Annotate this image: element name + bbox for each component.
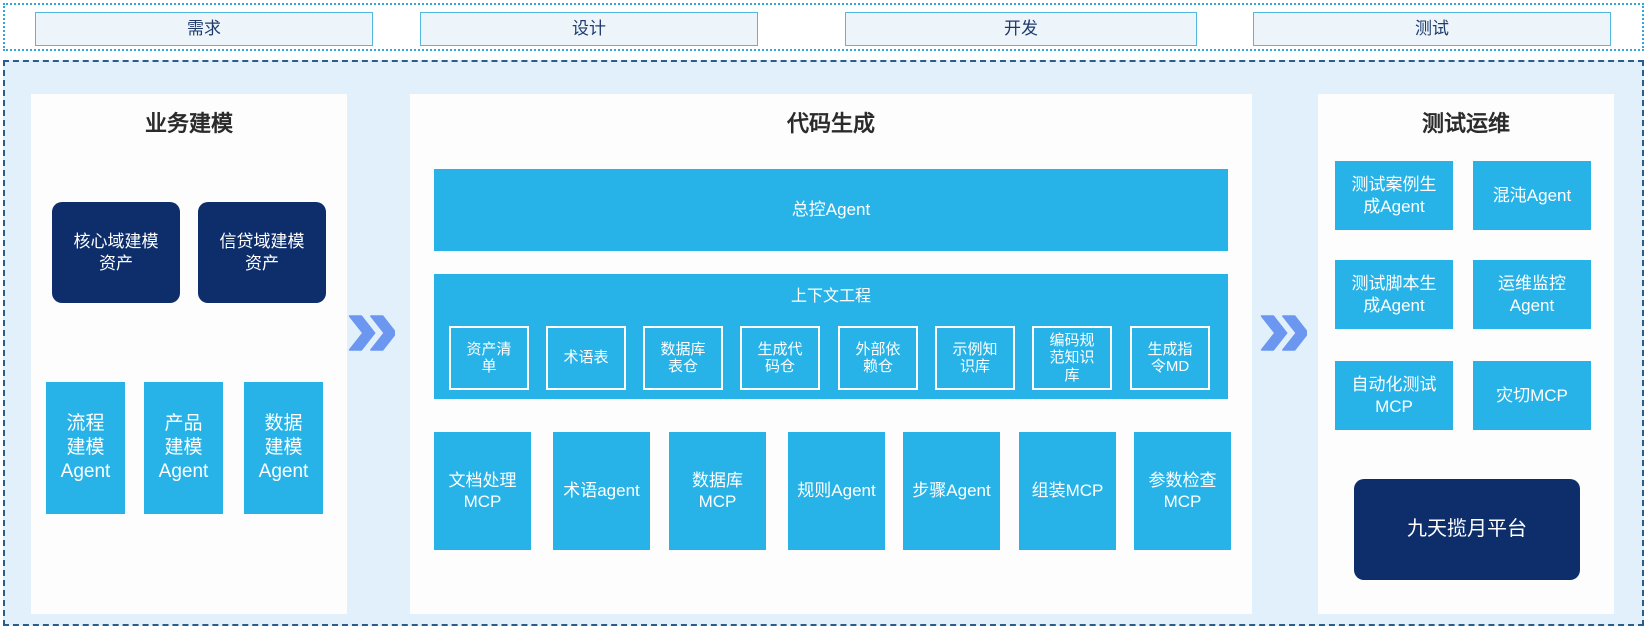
stage-band: 需求 设计 开发 测试 bbox=[3, 3, 1644, 51]
stage-label: 开发 bbox=[1004, 19, 1038, 39]
doc-processing-mcp-box: 文档处理 MCP bbox=[434, 432, 531, 550]
master-control-agent-bar: 总控Agent bbox=[434, 169, 1228, 251]
main-container: 业务建模 核心域建模 资产 信贷域建模 资产 流程 建模 Agent 产品 建模… bbox=[3, 60, 1644, 626]
auto-test-mcp-box: 自动化测试 MCP bbox=[1335, 361, 1453, 430]
box-label: 生成代 码仓 bbox=[757, 340, 803, 375]
box-label: 数据 建模 Agent bbox=[258, 413, 309, 482]
ops-monitor-agent-box: 运维监控 Agent bbox=[1473, 260, 1591, 329]
step-agent-box: 步骤Agent bbox=[903, 432, 1000, 550]
box-label: 规则Agent bbox=[797, 481, 876, 501]
glossary-agent-box: 术语agent bbox=[553, 432, 650, 550]
example-knowledge-base-box: 示例知 识库 bbox=[935, 326, 1015, 390]
asset-list-box: 资产清 单 bbox=[449, 326, 529, 390]
box-label: 核心域建模 资产 bbox=[73, 232, 159, 273]
box-label: 测试案例生 成Agent bbox=[1351, 175, 1437, 216]
box-label: 测试脚本生 成Agent bbox=[1351, 274, 1437, 315]
generated-code-repo-box: 生成代 码仓 bbox=[740, 326, 820, 390]
business-modeling-panel: 业务建模 核心域建模 资产 信贷域建模 资产 流程 建模 Agent 产品 建模… bbox=[31, 94, 347, 614]
test-ops-panel: 测试运维 测试案例生 成Agent 混沌Agent 测试脚本生 成Agent 运… bbox=[1318, 94, 1614, 614]
glossary-box: 术语表 bbox=[546, 326, 626, 390]
stage-label: 设计 bbox=[572, 19, 606, 39]
db-table-repo-box: 数据库 表仓 bbox=[643, 326, 723, 390]
stage-label: 测试 bbox=[1415, 19, 1449, 39]
box-label: 自动化测试 MCP bbox=[1351, 375, 1437, 416]
gen-instruction-md-box: 生成指 令MD bbox=[1130, 326, 1210, 390]
coding-standards-kb-box: 编码规 范知识 库 bbox=[1032, 326, 1112, 390]
code-generation-panel: 代码生成 总控Agent 上下文工程 资产清 单 术语表 数据库 表仓 生成代 … bbox=[410, 94, 1252, 614]
test-ops-title: 测试运维 bbox=[1421, 111, 1510, 136]
test-script-gen-agent-box: 测试脚本生 成Agent bbox=[1335, 260, 1453, 329]
box-label: 文档处理 MCP bbox=[448, 470, 517, 511]
context-engineering-group: 上下文工程 资产清 单 术语表 数据库 表仓 生成代 码仓 外部依 赖仓 示例知… bbox=[434, 274, 1228, 399]
stage-box-testing: 测试 bbox=[1253, 12, 1611, 46]
box-label: 总控Agent bbox=[791, 200, 871, 220]
rule-agent-box: 规则Agent bbox=[788, 432, 885, 550]
jiutian-lanyue-platform-box: 九天揽月平台 bbox=[1354, 479, 1580, 580]
box-label: 外部依 赖仓 bbox=[855, 340, 901, 375]
stage-box-design: 设计 bbox=[420, 12, 758, 46]
credit-domain-modeling-assets-box: 信贷域建模 资产 bbox=[198, 202, 326, 303]
process-modeling-agent-box: 流程 建模 Agent bbox=[46, 382, 125, 514]
stage-box-development: 开发 bbox=[845, 12, 1197, 46]
stage-label: 需求 bbox=[187, 19, 221, 39]
core-domain-modeling-assets-box: 核心域建模 资产 bbox=[52, 202, 180, 303]
box-label: 参数检查 MCP bbox=[1148, 470, 1217, 511]
box-label: 生成指 令MD bbox=[1147, 340, 1193, 375]
box-label: 编码规 范知识 库 bbox=[1049, 332, 1095, 384]
param-check-mcp-box: 参数检查 MCP bbox=[1134, 432, 1231, 550]
box-label: 组装MCP bbox=[1031, 481, 1104, 501]
test-case-gen-agent-box: 测试案例生 成Agent bbox=[1335, 161, 1453, 230]
stage-box-requirements: 需求 bbox=[35, 12, 373, 46]
box-label: 数据库 表仓 bbox=[660, 340, 706, 375]
disaster-switch-mcp-box: 灾切MCP bbox=[1473, 361, 1591, 430]
code-generation-title: 代码生成 bbox=[786, 111, 875, 136]
business-modeling-title: 业务建模 bbox=[144, 111, 233, 136]
box-label: 信贷域建模 资产 bbox=[219, 232, 305, 273]
data-modeling-agent-box: 数据 建模 Agent bbox=[244, 382, 323, 514]
box-label: 数据库 MCP bbox=[692, 470, 743, 511]
box-label: 步骤Agent bbox=[912, 481, 991, 501]
flow-arrow-icon bbox=[1259, 314, 1309, 352]
box-label: 术语表 bbox=[563, 349, 609, 367]
box-label: 资产清 单 bbox=[466, 340, 512, 375]
database-mcp-box: 数据库 MCP bbox=[669, 432, 766, 550]
box-label: 流程 建模 Agent bbox=[60, 413, 111, 482]
box-label: 九天揽月平台 bbox=[1407, 518, 1527, 540]
box-label: 产品 建模 Agent bbox=[158, 413, 209, 482]
assembly-mcp-box: 组装MCP bbox=[1019, 432, 1116, 550]
box-label: 术语agent bbox=[563, 481, 640, 501]
external-deps-repo-box: 外部依 赖仓 bbox=[838, 326, 918, 390]
box-label: 运维监控 Agent bbox=[1498, 274, 1566, 315]
box-label: 混沌Agent bbox=[1492, 185, 1572, 205]
product-modeling-agent-box: 产品 建模 Agent bbox=[144, 382, 223, 514]
chaos-agent-box: 混沌Agent bbox=[1473, 161, 1591, 230]
box-label: 灾切MCP bbox=[1496, 385, 1568, 405]
box-label: 示例知 识库 bbox=[952, 340, 998, 375]
context-engineering-title: 上下文工程 bbox=[790, 288, 871, 305]
flow-arrow-icon bbox=[347, 314, 397, 352]
